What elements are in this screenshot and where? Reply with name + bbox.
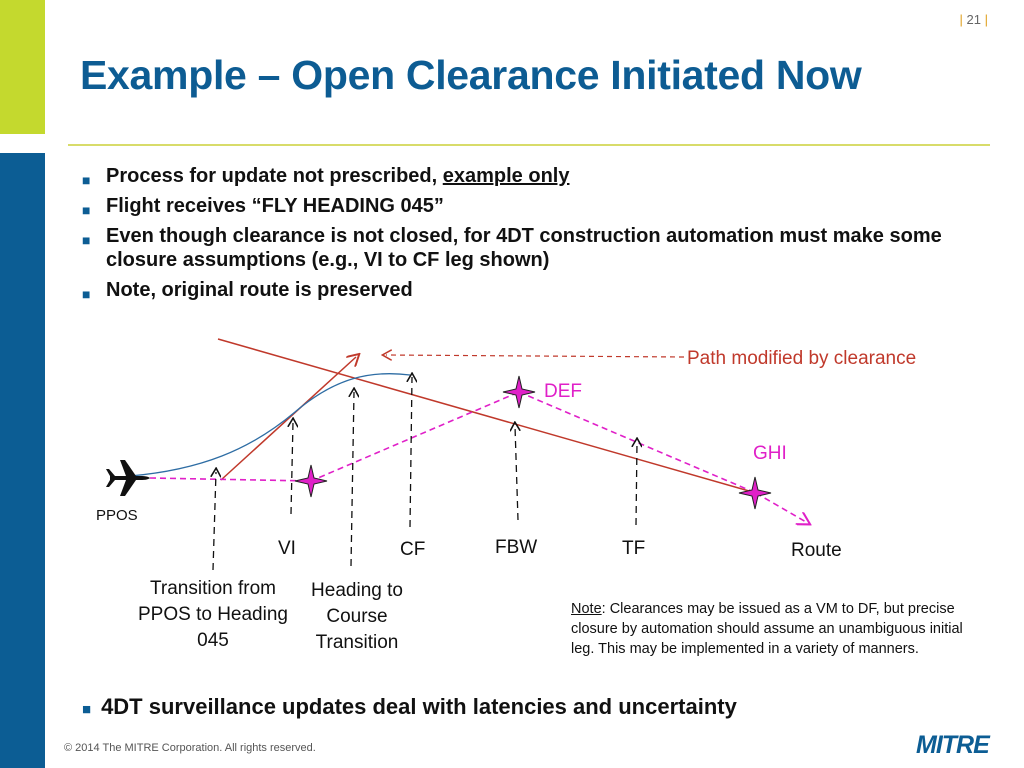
closure-path-extension xyxy=(755,492,806,522)
leader-heading xyxy=(351,392,354,567)
page-number: | 21 | xyxy=(959,12,989,27)
title-divider xyxy=(68,144,990,146)
closure-path xyxy=(149,391,520,482)
leader-transition xyxy=(213,472,216,571)
transition-label: Transition from PPOS to Heading 045 xyxy=(138,578,288,651)
leader-tf xyxy=(636,442,637,526)
waypoint-star-icon xyxy=(502,375,536,409)
transition-curve xyxy=(129,372,411,477)
bullet-list: ■Process for update not prescribed, exam… xyxy=(82,164,1002,308)
leader-vi xyxy=(291,422,293,515)
leader-cf xyxy=(410,377,412,528)
def-label: DEF xyxy=(544,381,582,402)
route-line xyxy=(217,338,757,494)
mitre-logo: MITRE xyxy=(916,731,990,759)
heading-leg-line xyxy=(220,357,356,481)
tf-label: TF xyxy=(622,538,646,559)
fbw-label: FBW xyxy=(495,537,538,558)
path-modified-label: Path modified by clearance xyxy=(687,348,917,369)
route-label: Route xyxy=(791,540,842,561)
ppos-label: PPOS xyxy=(96,507,138,524)
leader-fbw xyxy=(515,426,518,521)
note-text: Note: Clearances may be issued as a VM t… xyxy=(571,601,963,657)
waypoint-star-icon xyxy=(294,464,328,498)
bullet-item: ■Even though clearance is not closed, fo… xyxy=(82,225,942,271)
page-title: Example – Open Clearance Initiated Now xyxy=(80,52,862,98)
cf-label: CF xyxy=(400,539,426,560)
bullet-item: ■Flight receives “FLY HEADING 045” xyxy=(82,194,1002,218)
path-modified-pointer xyxy=(386,355,685,357)
accent-bar-green xyxy=(0,0,45,134)
airplane-icon xyxy=(106,460,150,496)
bullet-item: ■Note, original route is preserved xyxy=(82,278,1002,302)
heading-course-label: Heading to Course Transition xyxy=(311,580,403,653)
bottom-bullet: ■4DT surveillance updates deal with late… xyxy=(82,694,737,719)
copyright: © 2014 The MITRE Corporation. All rights… xyxy=(64,742,316,754)
bullet-item: ■Process for update not prescribed, exam… xyxy=(82,164,1002,188)
bullet-square-icon: ■ xyxy=(82,286,91,302)
accent-bar-blue xyxy=(0,153,45,768)
vi-label: VI xyxy=(278,538,296,559)
waypoint-star-icon xyxy=(738,476,772,510)
bullet-square-icon: ■ xyxy=(82,172,91,188)
ghi-label: GHI xyxy=(753,443,787,464)
bullet-square-icon: ■ xyxy=(82,701,92,718)
bullet-square-icon: ■ xyxy=(82,202,91,218)
closure-path-route xyxy=(518,391,757,494)
bullet-square-icon: ■ xyxy=(82,232,91,248)
